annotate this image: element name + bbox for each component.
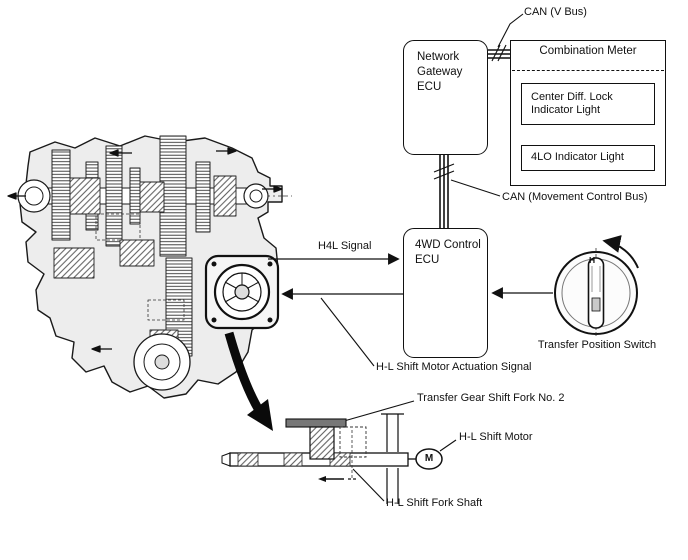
callout-can-movement <box>450 179 501 197</box>
rotation-arrow <box>602 235 639 269</box>
shift-fork-bar <box>285 418 347 428</box>
callout-fork <box>343 400 415 422</box>
callout-can-v-bus <box>497 13 524 48</box>
switch-position-h-marking: H <box>589 255 596 265</box>
motor-m-symbol: M <box>424 453 434 464</box>
transfer-gear-shift-fork-label: Transfer Gear Shift Fork No. 2 <box>417 392 565 404</box>
transfer-case-illustration <box>7 135 292 399</box>
combination-meter-title: Combination Meter <box>539 45 637 57</box>
callout-lines <box>320 13 524 502</box>
motor-circle <box>415 448 443 470</box>
transfer-switch-knob <box>554 235 639 338</box>
network-gateway-ecu-label: Network Gateway ECU <box>417 51 463 93</box>
zoom-arrow <box>224 331 273 431</box>
transfer-position-switch-label: Transfer Position Switch <box>537 339 657 351</box>
shift-detail-illustration <box>221 413 443 504</box>
can-movement-label: CAN (Movement Control Bus) <box>502 191 648 203</box>
shift-fork-body <box>309 426 335 460</box>
network-gateway-ecu-box: Network Gateway ECU <box>403 40 488 155</box>
can-bus-horizontal <box>488 44 510 62</box>
4wd-control-ecu-box: 4WD Control ECU <box>403 228 488 358</box>
center-diff-lock-indicator-label: Center Diff. Lock Indicator Light <box>531 91 613 117</box>
callout-shaft <box>352 468 385 502</box>
combination-meter-divider <box>512 70 664 71</box>
4wd-control-ecu-label: 4WD Control ECU <box>415 239 481 266</box>
can-v-bus-label: CAN (V Bus) <box>524 6 587 18</box>
callout-actuation <box>320 297 375 367</box>
flow-arrows <box>7 147 283 353</box>
center-diff-lock-indicator-box: Center Diff. Lock Indicator Light <box>521 83 655 125</box>
can-bus-vertical <box>433 155 455 228</box>
hl-shift-motor-actuation-label: H-L Shift Motor Actuation Signal <box>376 361 532 373</box>
hl-shift-fork-shaft-label: H-L Shift Fork Shaft <box>386 497 483 509</box>
hl-shift-motor-label: H-L Shift Motor <box>459 431 533 443</box>
shift-actuator-housing <box>204 254 280 330</box>
h4l-signal-label: H4L Signal <box>318 240 372 252</box>
callout-motor <box>439 439 457 452</box>
4lo-indicator-box: 4LO Indicator Light <box>521 145 655 171</box>
4lo-indicator-label: 4LO Indicator Light <box>531 151 624 164</box>
